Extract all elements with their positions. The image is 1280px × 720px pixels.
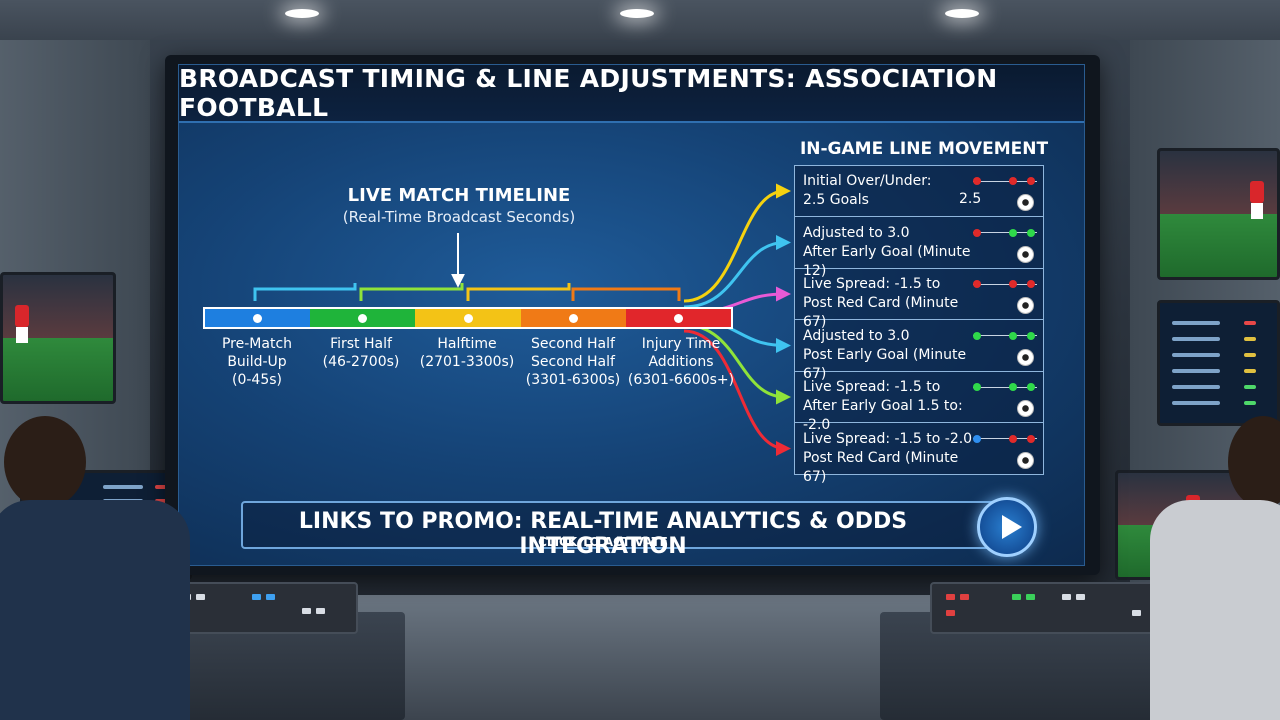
status-dot — [1027, 331, 1035, 340]
ceiling-light — [285, 9, 319, 18]
ceiling-light — [620, 9, 654, 18]
timeline-segment-first-half[interactable] — [310, 309, 416, 327]
ceiling-light — [945, 9, 979, 18]
soccer-ball-icon — [1017, 245, 1034, 263]
status-indicator — [973, 176, 1037, 186]
soccer-ball-icon — [1017, 451, 1034, 469]
timeline-subtitle: (Real-Time Broadcast Seconds) — [342, 208, 576, 226]
segment-label-first-half: First Half(46-2700s) — [322, 336, 400, 370]
status-indicator — [973, 434, 1037, 444]
status-indicator — [973, 228, 1037, 238]
status-dot — [1027, 280, 1035, 288]
right-match-monitor — [1157, 148, 1280, 280]
title-bar: BROADCAST TIMING & LINE ADJUSTMENTS: ASS… — [179, 64, 1084, 123]
right-operator-body — [1150, 500, 1280, 720]
play-icon[interactable] — [977, 497, 1037, 557]
status-dot — [1009, 434, 1017, 443]
bracket-first-half — [253, 283, 357, 301]
left-operator-head — [4, 416, 86, 508]
page-title: BROADCAST TIMING & LINE ADJUSTMENTS: ASS… — [179, 64, 998, 122]
bracket-halftime — [359, 283, 464, 301]
promo-subtitle: CLICK TO ACTIVATE — [538, 535, 668, 549]
right-control-console[interactable] — [930, 582, 1170, 634]
left-match-monitor — [0, 272, 116, 404]
timeline-title: LIVE MATCH TIMELINE — [347, 185, 571, 206]
soccer-ball-icon — [1017, 400, 1034, 417]
status-dot — [973, 177, 981, 185]
ceiling — [0, 0, 1280, 40]
bracket-second-half — [466, 283, 571, 301]
timeline-connectors — [253, 183, 791, 456]
status-indicator — [973, 382, 1037, 392]
status-indicator — [973, 279, 1037, 289]
status-dot — [973, 434, 981, 443]
status-dot — [1027, 434, 1035, 443]
status-dot — [973, 383, 981, 391]
movement-arrow — [683, 235, 791, 309]
status-dot — [1027, 228, 1035, 237]
soccer-ball-icon — [1017, 348, 1034, 366]
timeline-segment-second-half[interactable] — [520, 309, 626, 327]
status-dot — [1009, 331, 1017, 340]
status-indicator — [973, 331, 1037, 341]
status-dot — [1009, 228, 1017, 237]
line-movement-row[interactable]: Initial Over/Under:2.5 Goals 2.5 — [795, 166, 1043, 217]
main-display: BROADCAST TIMING & LINE ADJUSTMENTS: ASS… — [178, 64, 1085, 566]
soccer-ball-icon — [1017, 194, 1034, 211]
status-dot — [1027, 383, 1035, 391]
right-operator-head — [1228, 416, 1280, 508]
timeline-segment-halftime[interactable] — [415, 309, 521, 327]
right-stats-monitor — [1157, 300, 1280, 426]
status-dot — [1009, 280, 1017, 288]
status-dot — [1009, 177, 1017, 185]
line-value: 2.5 — [959, 191, 982, 207]
left-operator-body — [0, 500, 190, 720]
soccer-ball-icon — [1017, 297, 1034, 314]
status-dot — [973, 280, 981, 288]
timeline-bar — [203, 307, 733, 329]
segment-label-halftime: Halftime(2701-3300s) — [419, 336, 515, 370]
bracket-injury-time — [571, 287, 681, 301]
line-movement-heading: IN-GAME LINE MOVEMENT — [799, 139, 1049, 159]
promo-title: LINKS TO PROMO: REAL-TIME ANALYTICS & OD… — [298, 509, 908, 559]
status-dot — [973, 331, 981, 340]
timeline-segment-injury-time[interactable] — [625, 309, 732, 327]
movement-arrow — [683, 183, 791, 303]
timeline-segment-pre-match[interactable] — [205, 309, 311, 327]
promo-banner[interactable]: LINKS TO PROMO: REAL-TIME ANALYTICS & OD… — [241, 501, 996, 559]
status-dot — [1027, 177, 1035, 185]
status-dot — [973, 228, 981, 237]
line-movement-text: Initial Over/Under:2.5 Goals — [803, 173, 932, 208]
movement-arrow — [683, 329, 791, 456]
status-dot — [1009, 383, 1017, 391]
